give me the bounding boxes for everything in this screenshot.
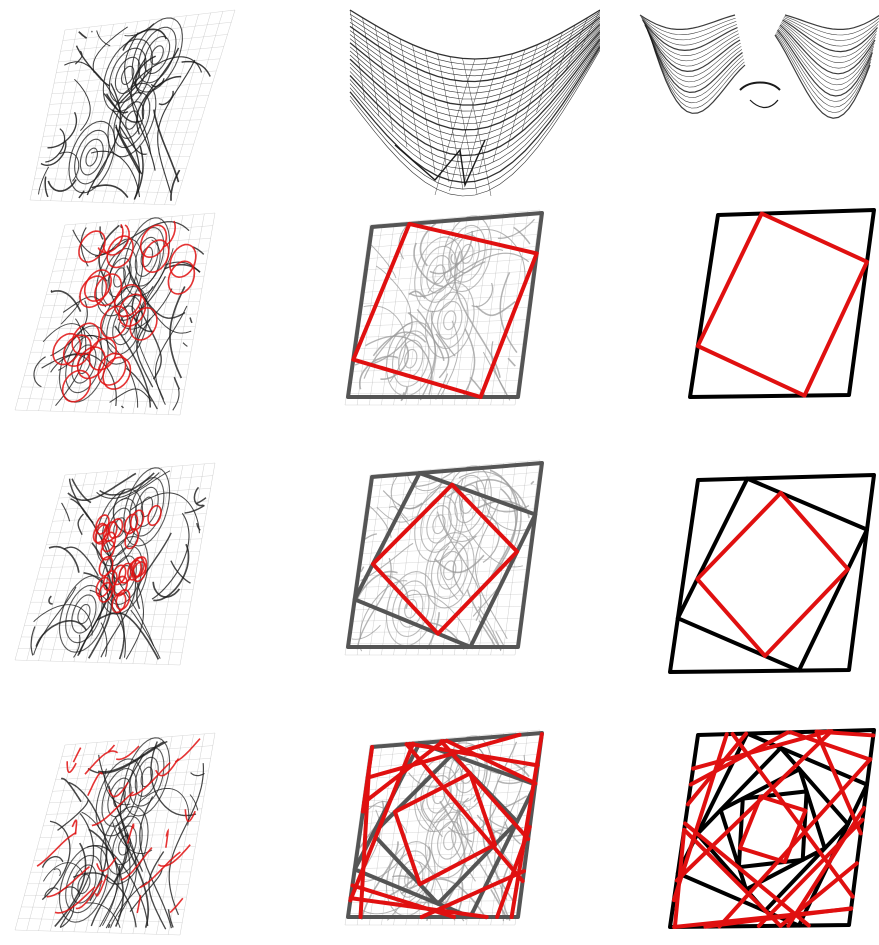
panel-row3-streamlines-inner-highlight	[0, 455, 280, 690]
panel-row2-streamlines-outer-highlight	[0, 205, 280, 430]
panel-row2-frame-over-streamlines	[300, 205, 570, 420]
streamline-field	[30, 10, 235, 205]
panel-row4-frame-schematic	[660, 725, 879, 935]
highlighted-frame	[697, 493, 848, 656]
panel-row1-saddle-surface	[300, 0, 600, 200]
panel-row4-frame-over-streamlines	[300, 725, 560, 945]
butterfly-surface	[640, 15, 879, 118]
panel-row4-streamlines-scattered-highlight	[0, 725, 280, 945]
panel-row2-frame-schematic	[680, 205, 879, 405]
streamline-field	[15, 733, 215, 935]
saddle-surface	[350, 10, 600, 196]
streamline-field	[15, 213, 215, 415]
nested-frame	[678, 479, 867, 671]
panel-row3-frame-over-streamlines	[300, 455, 570, 695]
streamline-field	[15, 463, 215, 665]
panel-row1-flat-streamlines	[0, 0, 280, 215]
panel-row1-butterfly-surface	[600, 0, 879, 200]
panel-row3-frame-schematic	[660, 470, 879, 680]
highlighted-frame	[740, 797, 806, 862]
highlighted-frame	[698, 214, 867, 396]
nested-frame	[697, 748, 848, 911]
